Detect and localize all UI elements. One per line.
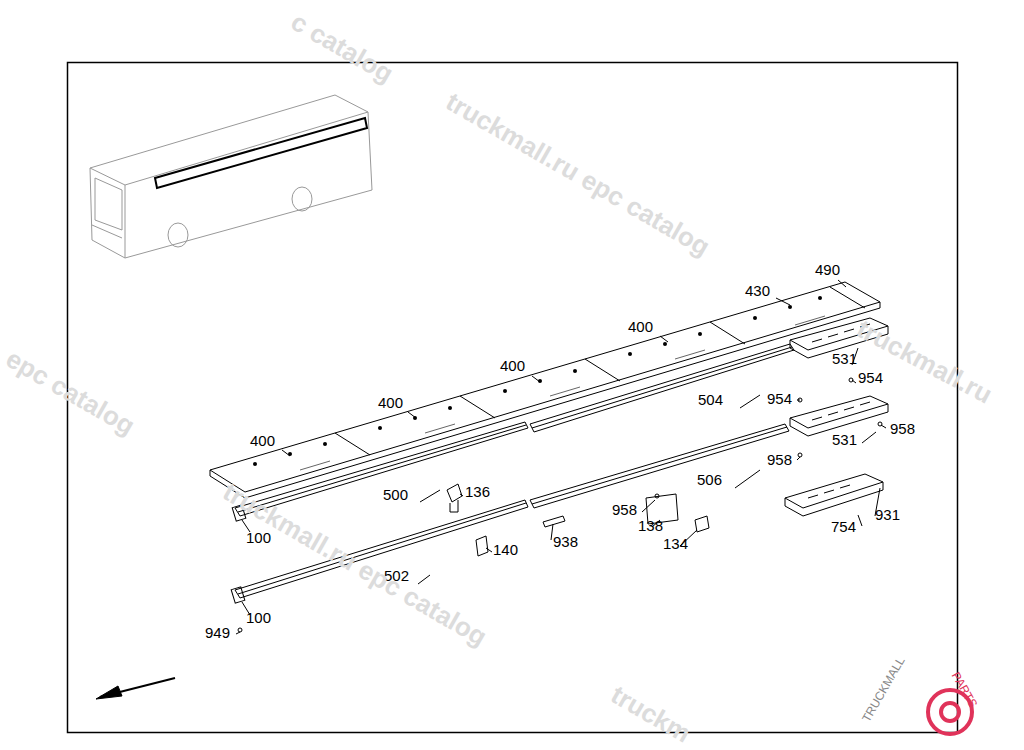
watermark-text: TRUCKMALL (860, 655, 907, 724)
callout-number: 531 (832, 351, 857, 366)
callout-number: 100 (246, 530, 271, 545)
watermark-text: epc catalog (2, 345, 139, 439)
callout-number: 400 (500, 358, 525, 373)
watermark-text: truckm (607, 681, 695, 747)
watermark-text: truckmall.ru (853, 315, 997, 408)
callout-number: 136 (465, 484, 490, 499)
callout-number: 138 (638, 518, 663, 533)
callout-number: 949 (205, 625, 230, 640)
callout-number: 954 (767, 391, 792, 406)
callout-number: 140 (493, 542, 518, 557)
callout-number: 958 (612, 502, 637, 517)
callout-number: 490 (815, 262, 840, 277)
callout-number: 938 (553, 534, 578, 549)
callout-number: 100 (246, 610, 271, 625)
callout-number: 931 (875, 507, 900, 522)
callout-number: 500 (383, 487, 408, 502)
callout-number: 531 (832, 432, 857, 447)
callout-number: 958 (767, 452, 792, 467)
callout-number: 504 (698, 392, 723, 407)
callout-number: 400 (250, 433, 275, 448)
callout-number: 754 (831, 519, 856, 534)
callout-number: 134 (663, 536, 688, 551)
callout-number: 400 (378, 395, 403, 410)
callout-number: 430 (745, 283, 770, 298)
callout-number: 958 (890, 421, 915, 436)
watermark-text: truckmall.ru epc catalog (442, 88, 714, 260)
watermark-text: c catalog (287, 8, 398, 87)
callout-number: 954 (858, 370, 883, 385)
callout-number: 400 (628, 319, 653, 334)
callout-number: 506 (697, 472, 722, 487)
